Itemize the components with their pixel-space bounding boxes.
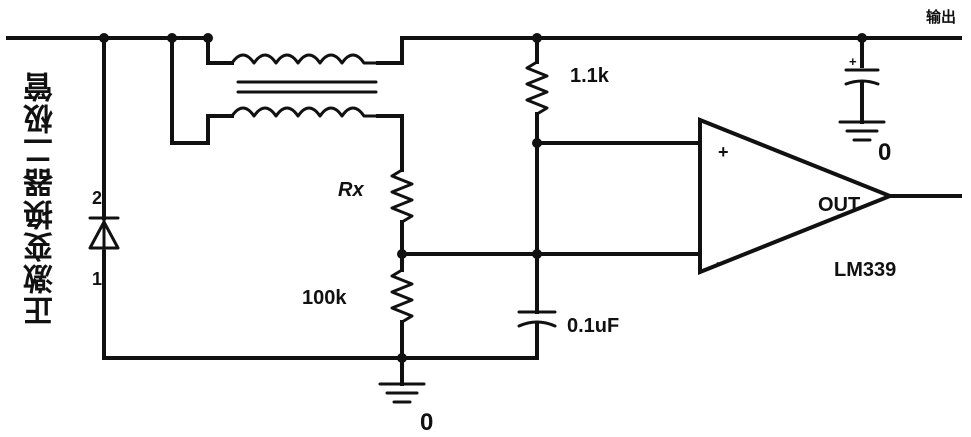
junction-dot (532, 138, 542, 148)
resistor-1k1 (525, 60, 549, 116)
resistor-rx (390, 168, 414, 224)
capacitor-label: 0.1uF (567, 315, 619, 337)
bottom-return-wire (102, 250, 539, 360)
opamp-minus-sign: - (716, 252, 722, 272)
junction-dot (397, 353, 407, 363)
diode-description-label: 正激变换器二极管 (24, 70, 59, 326)
transformer-secondary-bottom-wire (376, 114, 404, 172)
junction-dot (397, 249, 407, 259)
junction-dot (532, 33, 542, 43)
resistor-100k (390, 268, 414, 324)
transformer-primary-top-wire (206, 36, 234, 65)
ground-symbol-right (838, 120, 886, 142)
opamp-triangle (698, 117, 896, 275)
diode-symbol (88, 216, 120, 254)
junction-dot (167, 33, 177, 43)
junction-dot (99, 33, 109, 43)
transformer-symbol (230, 53, 380, 118)
transformer-primary-bottom-wire (170, 36, 234, 145)
opamp-plus-sign: + (718, 142, 729, 162)
output-label: 输出 (926, 8, 956, 26)
diode-pin-1: 1 (92, 269, 102, 289)
junction-dot (532, 249, 542, 259)
output-cap-polarity: + (849, 54, 857, 69)
opamp-part-label: LM339 (834, 259, 896, 281)
transformer-secondary-top-wire (376, 36, 404, 65)
resistor-1k1-label: 1.1k (570, 65, 610, 87)
junction-dot (203, 33, 213, 43)
resistor-100k-label: 100k (302, 287, 347, 309)
opamp-out-label: OUT (818, 194, 860, 216)
ground-symbol-bottom (378, 382, 426, 404)
diode-pin-2: 2 (92, 188, 102, 208)
ground-label-bottom: 0 (420, 409, 433, 436)
ground-label-right: 0 (878, 139, 891, 166)
junction-dot (857, 33, 867, 43)
resistor-rx-label: Rx (338, 179, 364, 201)
